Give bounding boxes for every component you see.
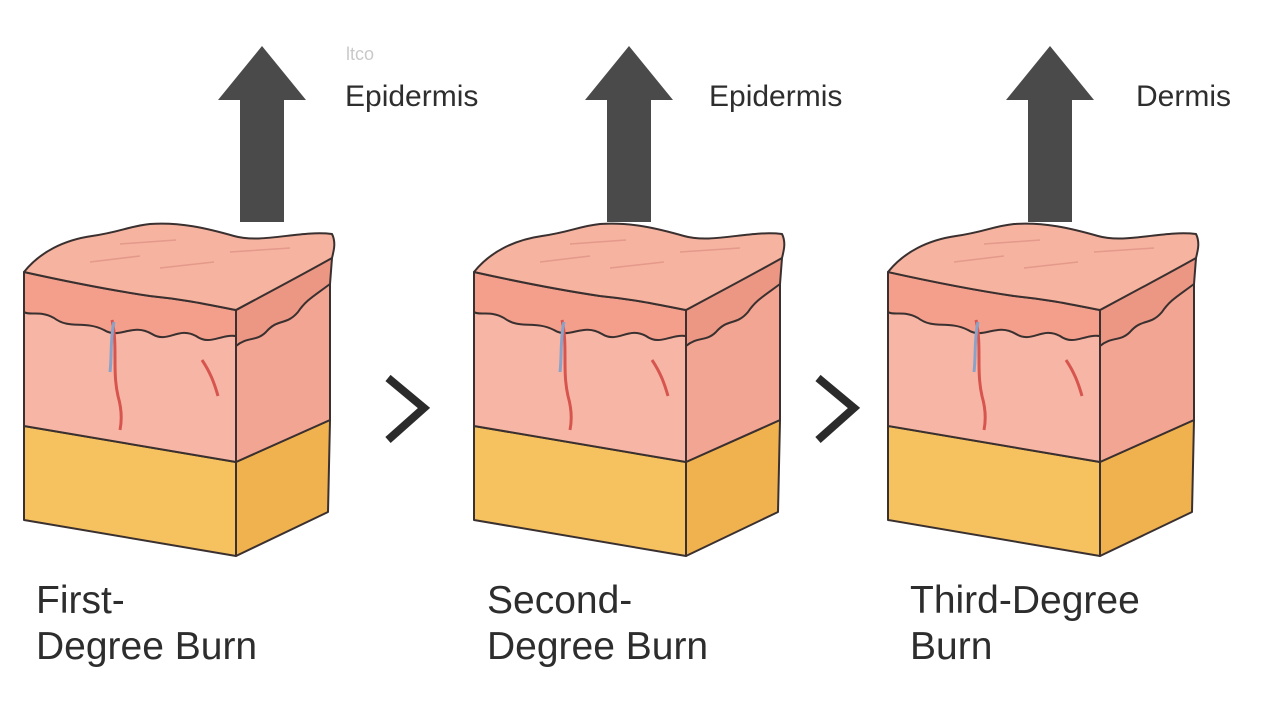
caption-second-degree: Second- Degree Burn — [487, 578, 708, 670]
skin-block-first-degree — [23, 222, 336, 557]
caption-line-2: Degree Burn — [487, 625, 709, 668]
blood-vessel — [558, 321, 566, 373]
skin-surface-top — [473, 222, 786, 311]
up-arrow-icon — [585, 46, 673, 222]
caption-line-1: Third-Degree — [910, 579, 1140, 622]
blood-vessel — [650, 359, 670, 397]
caption-third-degree: Third-Degree Burn — [910, 578, 1140, 670]
chevron-right-icon — [815, 374, 861, 443]
caption-line-1: First- — [36, 579, 125, 622]
chevron-right-icon — [385, 374, 431, 443]
blood-vessel — [560, 319, 573, 431]
blood-vessel — [974, 319, 987, 431]
up-arrow-icon — [218, 46, 306, 222]
skin-surface-top — [23, 222, 336, 311]
caption-first-degree: First- Degree Burn — [36, 578, 257, 670]
blood-vessel — [1064, 359, 1084, 397]
blood-vessel — [972, 321, 980, 373]
caption-line-1: Second- — [487, 579, 633, 622]
caption-line-2: Burn — [910, 625, 993, 668]
blood-vessel — [108, 321, 116, 373]
blood-vessel — [110, 319, 123, 431]
surface-texture — [953, 239, 1155, 269]
layer-label-first: Epidermis — [345, 80, 479, 113]
surface-texture — [89, 239, 291, 269]
skin-block-third-degree — [887, 222, 1200, 557]
faint-mark-text: ltco — [346, 44, 375, 64]
layer-label-second: Epidermis — [709, 80, 843, 113]
caption-line-2: Degree Burn — [36, 625, 258, 668]
blood-vessel — [200, 359, 220, 397]
up-arrow-icon — [1006, 46, 1094, 222]
layer-label-third: Dermis — [1136, 80, 1231, 113]
surface-texture — [539, 239, 741, 269]
skin-surface-top — [887, 222, 1200, 311]
